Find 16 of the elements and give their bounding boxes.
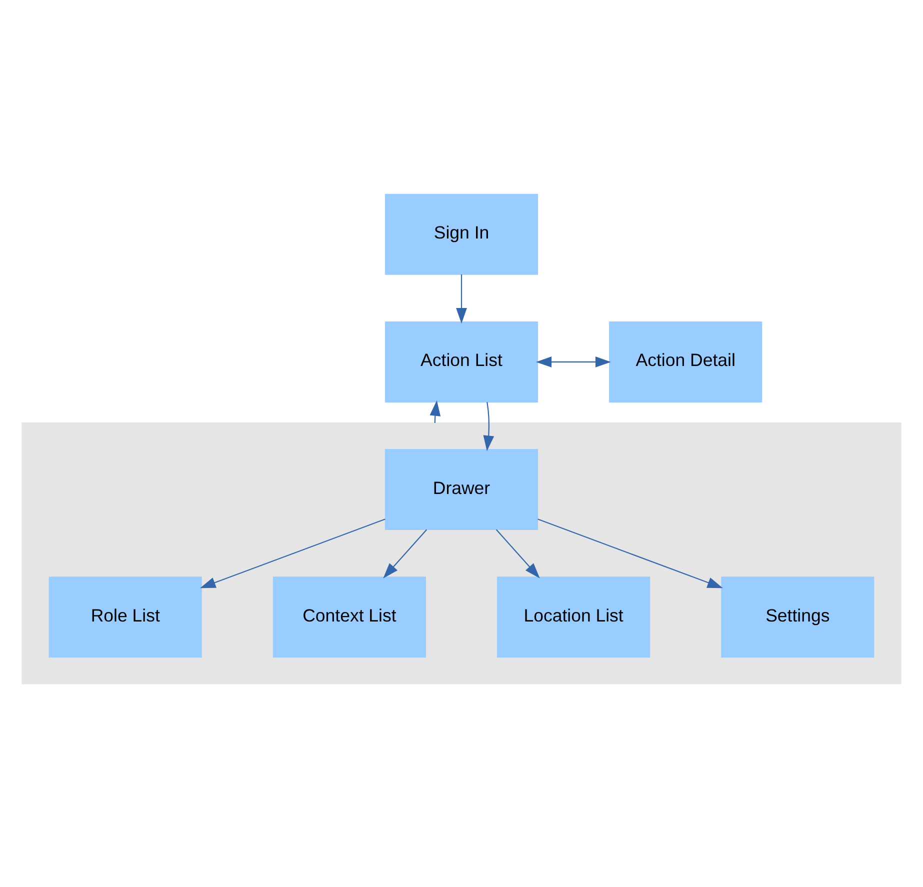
arrow — [538, 518, 723, 588]
node-box: Drawer — [384, 449, 538, 530]
arrow — [383, 529, 428, 578]
node-box: Settings — [721, 576, 874, 658]
node-box: Location List — [497, 576, 650, 658]
arrow — [200, 518, 386, 588]
node-box: Sign In — [384, 194, 538, 275]
node-box: Action List — [384, 321, 538, 402]
node-box: Action Detail — [609, 321, 762, 402]
node-box: Context List — [272, 576, 426, 658]
arrow — [483, 402, 494, 452]
node-box: Role List — [48, 576, 202, 658]
arrow — [456, 274, 467, 324]
arrow — [536, 356, 611, 368]
cluster — [22, 422, 902, 684]
arrow — [496, 529, 540, 578]
